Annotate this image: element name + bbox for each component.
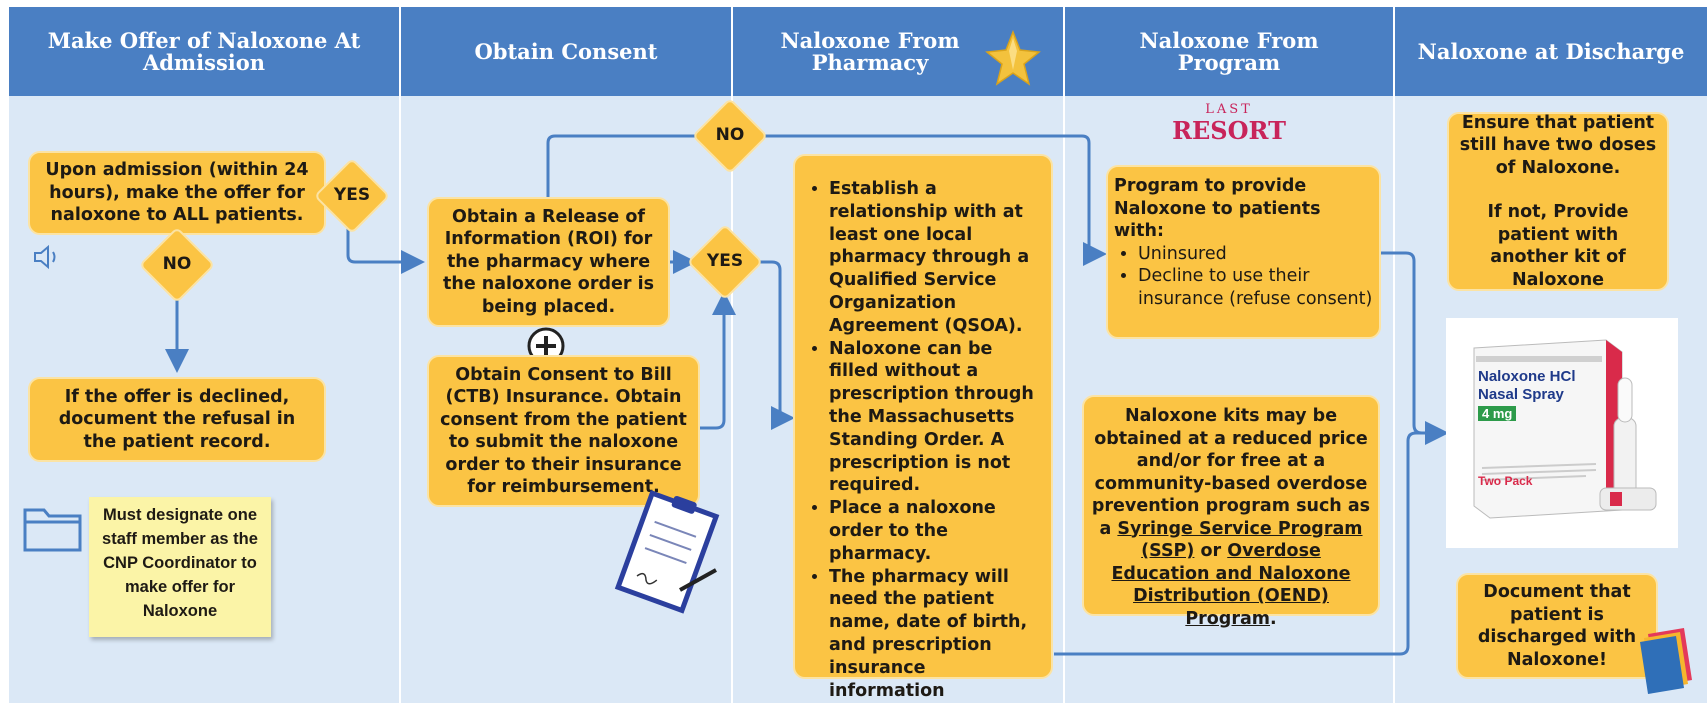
last-resort-logo: RESORT <box>1172 116 1286 145</box>
provide-kit-text: If not, Provide patient with another kit… <box>1487 202 1629 290</box>
document-discharge-box: Document that patient is discharged with… <box>1456 573 1658 679</box>
pharmacy-steps-list: Establish a relationship with at least o… <box>807 178 1041 702</box>
folder-icon <box>23 508 82 552</box>
folders-icon <box>1640 628 1692 694</box>
pharmacy-step: Establish a relationship with at least o… <box>829 178 1041 338</box>
product-brand: Naloxone HCl <box>1478 368 1576 385</box>
oend-link[interactable]: Overdose Education and Naloxone Distribu… <box>1111 541 1351 629</box>
pharmacy-step: The pharmacy will need the patient name,… <box>829 566 1041 703</box>
speaker-icon <box>34 244 56 270</box>
program-provide-item: Decline to use their insurance (refuse c… <box>1138 265 1373 310</box>
coordinator-sticky-note: Must designate one staff member as the C… <box>89 497 271 637</box>
program-kits-box: Naloxone kits may be obtained at a reduc… <box>1082 395 1380 629</box>
product-form: Nasal Spray <box>1478 386 1564 403</box>
program-provide-item: Uninsured <box>1138 243 1373 266</box>
kits-text: Naloxone kits may be obtained at a reduc… <box>1091 406 1371 539</box>
roi-box: Obtain a Release of Information (ROI) fo… <box>427 197 670 327</box>
product-dose: 4 mg <box>1478 406 1517 421</box>
lane-header-consent: Obtain Consent <box>401 7 731 96</box>
yes-offer-label: YES <box>333 185 371 205</box>
program-provide-heading: Program to provide Naloxone to patients … <box>1114 176 1321 241</box>
no-consent-label: NO <box>715 125 745 145</box>
product-pack: Two Pack <box>1478 474 1533 488</box>
pharmacy-step: Place a naloxone order to the pharmacy. <box>829 497 1041 565</box>
kits-or: or <box>1200 541 1222 561</box>
ensure-doses-box: Ensure that patient still have two doses… <box>1447 112 1669 291</box>
program-provide-box: Program to provide Naloxone to patients … <box>1106 165 1381 339</box>
last-resort-logo-top: LAST <box>1205 102 1253 117</box>
naloxone-product-image: Naloxone HCl Nasal Spray 4 mg Two Pack <box>1446 318 1678 548</box>
pharmacy-steps-box: Establish a relationship with at least o… <box>793 154 1053 701</box>
lane-header-program: Naloxone From Program <box>1065 7 1393 96</box>
plus-circle-icon <box>527 327 565 365</box>
no-offer-label: NO <box>162 254 192 274</box>
program-provide-list: Uninsured Decline to use their insurance… <box>1114 243 1373 311</box>
clipboard-icon <box>614 490 720 614</box>
offer-at-admission-box: Upon admission (within 24 hours), make t… <box>28 151 326 235</box>
offer-declined-box: If the offer is declined, document the r… <box>28 377 326 462</box>
star-icon <box>985 30 1041 86</box>
ctb-box: Obtain Consent to Bill (CTB) Insurance. … <box>427 355 700 507</box>
pharmacy-step: Naloxone can be filled without a prescri… <box>829 338 1041 498</box>
ensure-doses-text: Ensure that patient still have two doses… <box>1459 112 1657 178</box>
lane-header-pharmacy-label: Naloxone From Pharmacy <box>780 27 960 75</box>
ssp-link[interactable]: Syringe Service Program (SSP) <box>1117 518 1363 562</box>
kits-end: . <box>1270 608 1277 629</box>
yes-consent-label: YES <box>706 251 744 271</box>
naloxone-box-graphic <box>1473 339 1657 519</box>
lane-header-discharge: Naloxone at Discharge <box>1395 7 1707 96</box>
lane-header-admission: Make Offer of Naloxone At Admission <box>9 7 399 96</box>
